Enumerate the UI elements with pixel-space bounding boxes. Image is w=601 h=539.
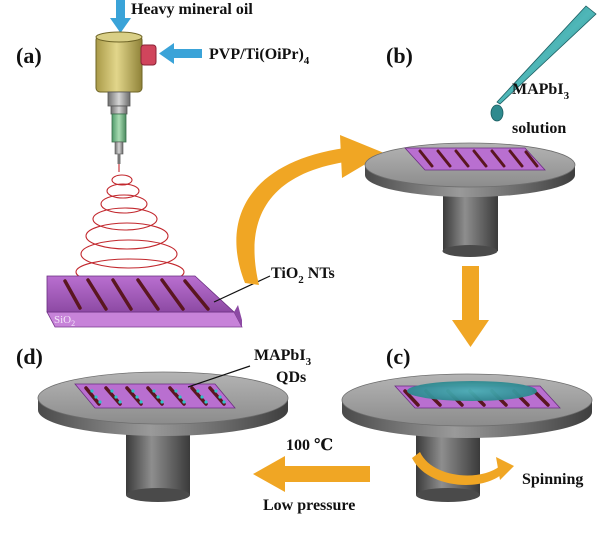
nanotubes-d	[84, 386, 226, 406]
sio2-label-sub: 2	[71, 319, 75, 328]
nanotubes-b	[418, 149, 539, 168]
tio2-nanotubes-a	[63, 278, 210, 311]
tio2-label-main: TiO	[271, 265, 298, 282]
panel-a: (a) Heavy mineral oil PVP/Ti(OiPr)4	[16, 0, 335, 328]
panel-label-b: (b)	[386, 43, 413, 68]
spinning-label: Spinning	[522, 471, 583, 488]
low-pressure-label: Low pressure	[263, 497, 355, 514]
pvp-label-main: PVP/Ti(OiPr)	[209, 46, 304, 63]
mapbi3-b-sub: 3	[564, 90, 570, 102]
panel-label-c: (c)	[386, 344, 410, 369]
mineral-oil-arrow	[110, 0, 131, 33]
tio2-label-suffix: NTs	[304, 265, 335, 282]
qds-label: QDs	[276, 369, 306, 386]
curved-arrow-a-to-b	[236, 135, 384, 285]
panel-label-d: (d)	[16, 344, 43, 369]
qds-pointer-line	[187, 365, 251, 388]
tio2-label-sub: 2	[298, 274, 304, 286]
quantum-dots	[90, 389, 226, 404]
pvp-label-sub: 4	[304, 55, 310, 67]
mapbi3-b-main: MAPbI	[512, 81, 564, 98]
panel-c: (c) Spinning	[341, 344, 593, 502]
coaxial-nozzle	[95, 31, 157, 164]
sio2-label: SiO2	[54, 314, 75, 328]
mapbi3-solution-label: MAPbI3	[512, 81, 570, 102]
mapbi3-d-sub: 3	[306, 356, 312, 368]
panel-label-a: (a)	[16, 43, 42, 68]
mapbi3-film	[407, 381, 537, 401]
pvp-arrow	[159, 43, 202, 64]
heavy-mineral-oil-label: Heavy mineral oil	[131, 1, 253, 18]
pvp-label: PVP/Ti(OiPr)4	[209, 46, 310, 67]
pipette	[490, 5, 597, 122]
solution-label: solution	[512, 120, 566, 137]
spinning-arrow	[412, 452, 514, 485]
sio2-label-main: SiO	[54, 314, 71, 326]
electrospinning-spiral	[75, 164, 185, 286]
mapbi3-qds-label: MAPbI3	[254, 347, 312, 368]
mapbi3-d-main: MAPbI	[254, 347, 306, 364]
temperature-label: 100 ℃	[286, 437, 333, 454]
arrow-c-to-d	[253, 456, 370, 492]
solution-droplet	[490, 104, 504, 122]
tio2-pointer-line	[213, 275, 271, 303]
panel-b: (b) MAPbI3 solution	[364, 5, 597, 257]
arrow-b-to-c	[452, 266, 489, 347]
tio2-nts-label: TiO2 NTs	[271, 265, 335, 286]
panel-d: (d) MAPbI3 QD	[16, 344, 312, 502]
